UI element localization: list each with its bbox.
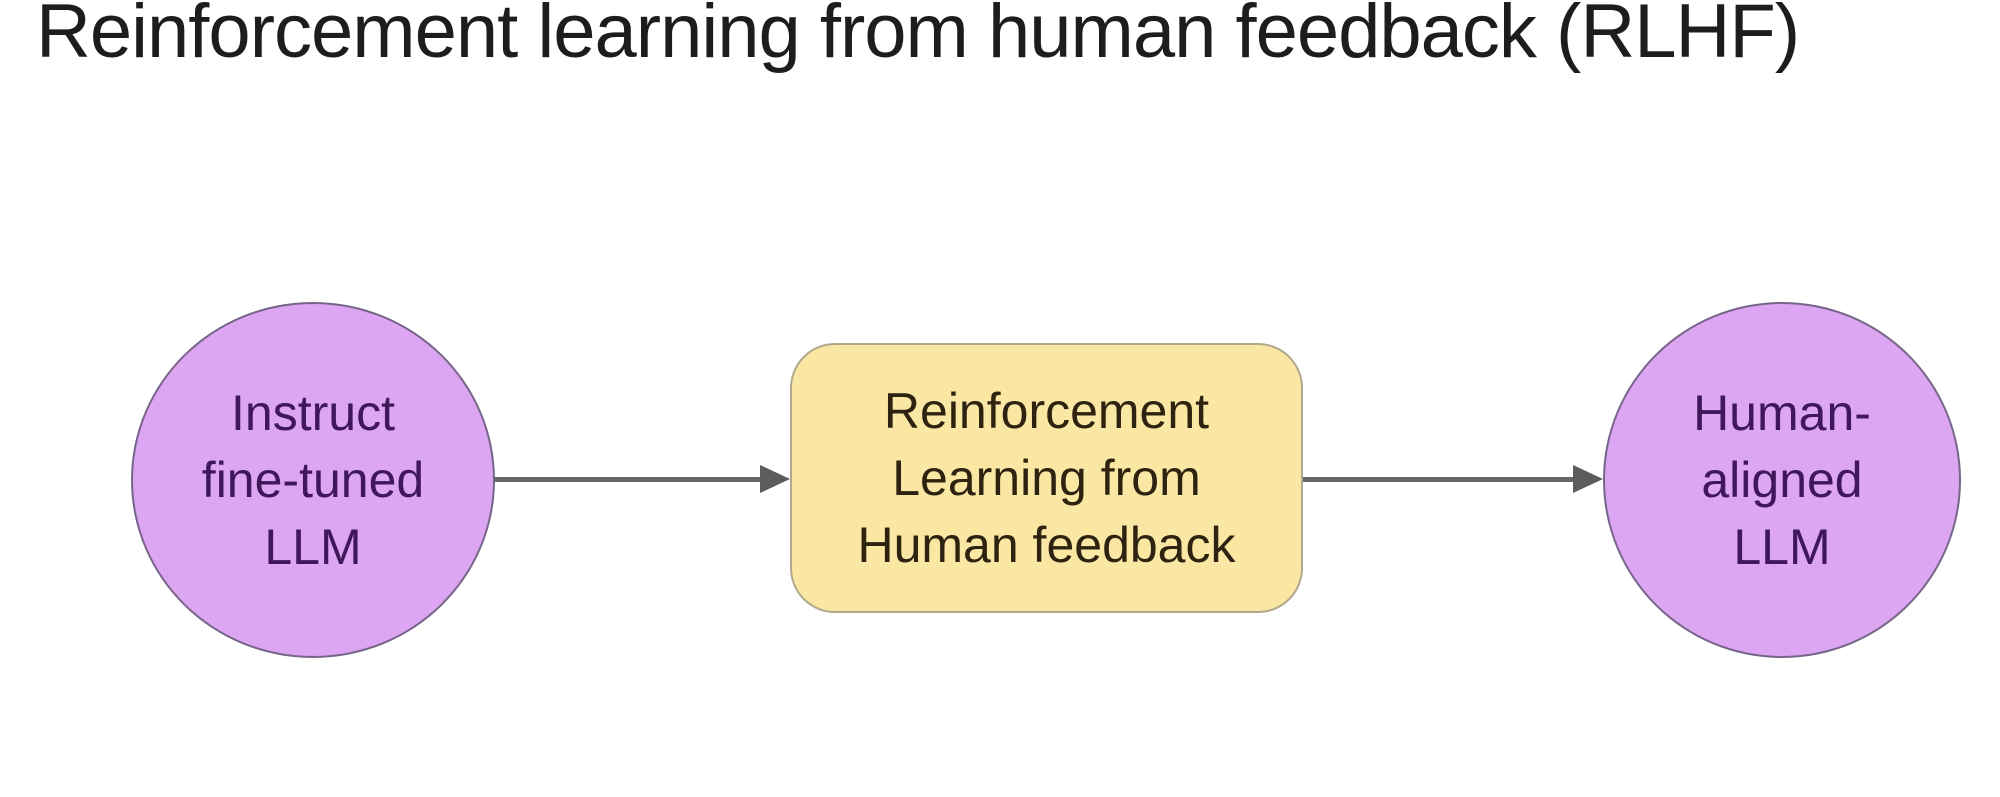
node-label-human-aligned-llm: Human- aligned LLM bbox=[1693, 384, 1871, 575]
arrow-line-instruct-to-rlhf bbox=[494, 477, 762, 482]
node-label-instruct-fine-tuned-llm: Instruct fine-tuned LLM bbox=[201, 384, 425, 575]
arrow-head-icon bbox=[1573, 465, 1603, 493]
node-rlhf-process: Reinforcement Learning from Human feedba… bbox=[790, 343, 1303, 613]
node-label-rlhf-process: Reinforcement Learning from Human feedba… bbox=[857, 382, 1236, 573]
arrow-line-rlhf-to-human-aligned bbox=[1303, 477, 1575, 482]
node-human-aligned-llm: Human- aligned LLM bbox=[1603, 302, 1961, 658]
arrow-head-icon bbox=[760, 465, 790, 493]
node-instruct-fine-tuned-llm: Instruct fine-tuned LLM bbox=[131, 302, 495, 658]
page-title: Reinforcement learning from human feedba… bbox=[36, 0, 1800, 74]
